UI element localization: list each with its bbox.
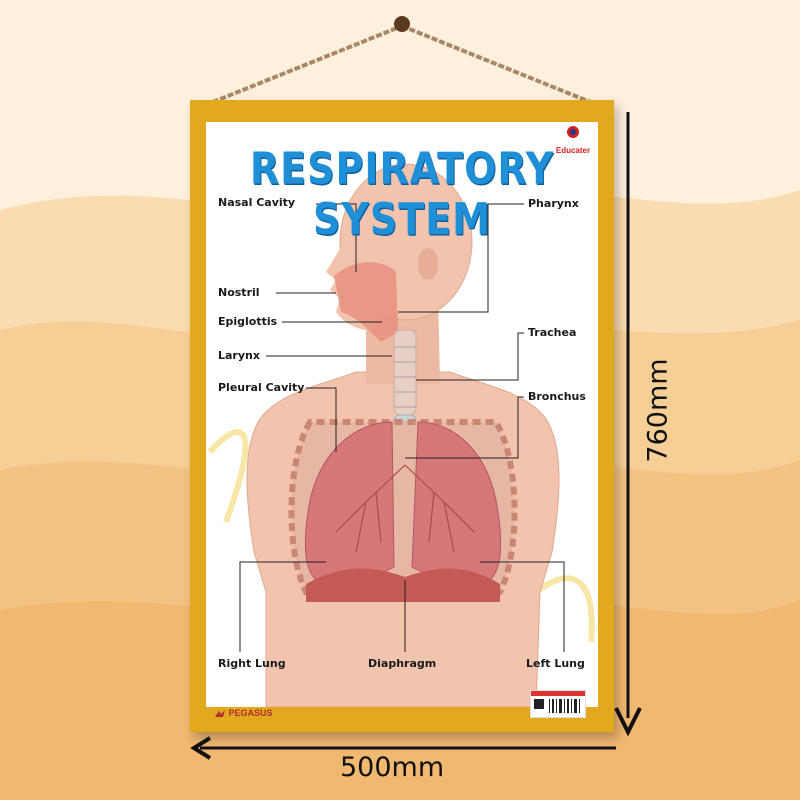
label-nasal-cavity: Nasal Cavity [218, 196, 296, 209]
label-bronchus: Bronchus [528, 390, 586, 403]
label-larynx: Larynx [218, 349, 260, 362]
diaphragm-shape [306, 568, 500, 602]
label-pharynx: Pharynx [528, 197, 579, 210]
hanging-rope-icon [197, 16, 606, 110]
brand-logo-text: Educater [555, 146, 591, 155]
label-left-lung: Left Lung [526, 657, 585, 670]
poster-frame: RESPIRATORY SYSTEM Educater Nasal Cavity… [190, 100, 614, 732]
label-pleural-cavity: Pleural Cavity [218, 381, 305, 394]
poster-title: RESPIRATORY SYSTEM [249, 143, 555, 245]
height-dimension-label: 760mm [642, 358, 674, 463]
label-nostril: Nostril [218, 286, 260, 299]
educater-logo: Educater [550, 124, 596, 155]
label-epiglottis: Epiglottis [218, 315, 278, 328]
pegasus-logo-icon [215, 709, 225, 717]
label-right-lung: Right Lung [218, 657, 286, 670]
educater-logo-icon [567, 126, 579, 138]
barcode-icon [530, 690, 586, 718]
publisher-logo: PEGASUS [214, 708, 273, 719]
label-trachea: Trachea [528, 326, 577, 339]
publisher-name: PEGASUS [228, 708, 273, 718]
pin-icon [394, 16, 410, 32]
label-diaphragm: Diaphragm [368, 657, 437, 670]
poster-board: RESPIRATORY SYSTEM Educater Nasal Cavity… [206, 122, 598, 707]
anatomy-diagram [207, 163, 595, 707]
width-dimension-label: 500mm [340, 752, 445, 783]
